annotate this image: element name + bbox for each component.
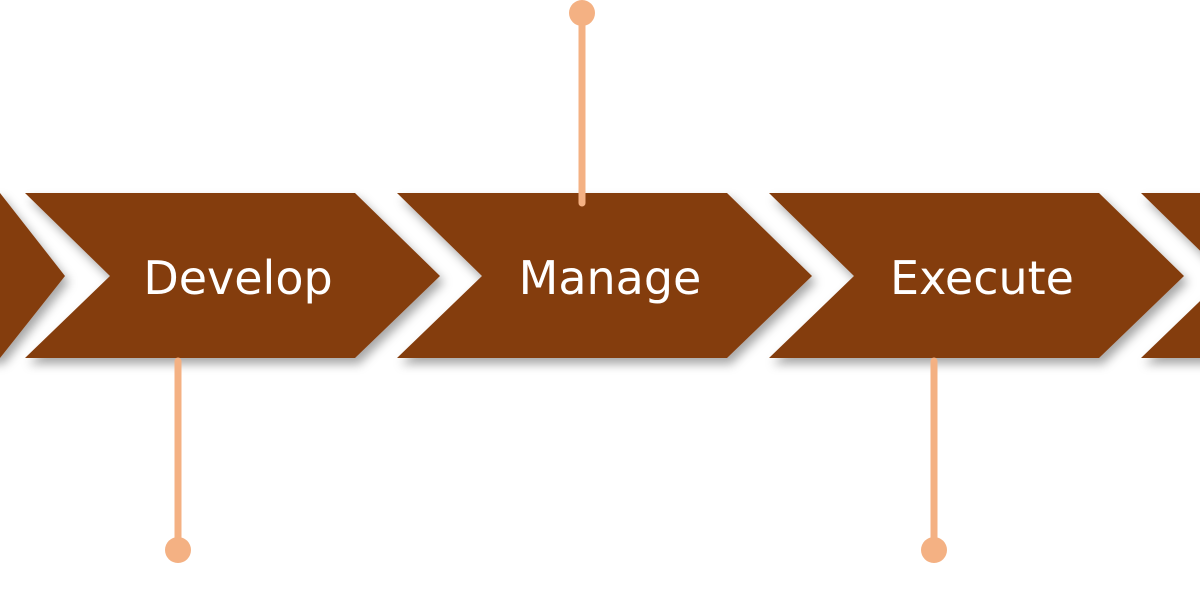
connector-dot-develop [165,537,191,563]
step-label-execute: Execute [890,251,1074,305]
connector-manage [569,0,595,207]
connector-dot-execute [921,537,947,563]
chevron-step-partial-left [0,193,65,358]
chevron-step-execute [769,193,1184,358]
chevron-step-partial-right [1141,193,1200,358]
connector-dot-manage [569,0,595,26]
step-label-manage: Manage [519,251,702,305]
chevron-step-develop [25,193,440,358]
step-label-develop: Develop [143,251,332,305]
connector-execute [921,357,947,563]
connector-develop [165,357,191,563]
chevron-step-manage [397,193,812,358]
